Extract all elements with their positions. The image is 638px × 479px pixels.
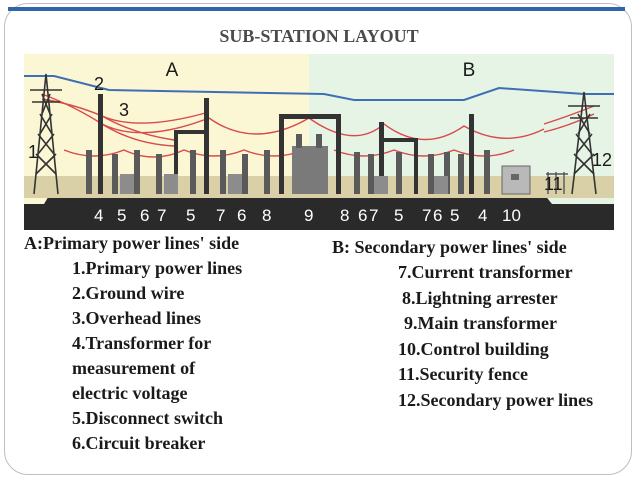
legend-item: 9.Main transformer [404, 313, 557, 333]
label-1: 1 [28, 142, 38, 162]
label-3: 3 [119, 100, 129, 120]
legend-item: 7.Current transformer [398, 262, 573, 282]
legend-item: 2.Ground wire [72, 283, 185, 303]
legend-item: 5.Disconnect switch [72, 408, 223, 428]
bottom-number: 4 [94, 206, 103, 225]
bottom-number: 8 [340, 206, 349, 225]
bottom-number-row: 4 5 6 7 5 7 6 8 9 8 6 7 5 7 6 5 4 10 [94, 206, 521, 225]
main-transformer [292, 146, 328, 194]
bottom-number: 8 [262, 206, 271, 225]
bottom-number: 5 [186, 206, 195, 225]
substation-diagram: A B 1 2 3 11 12 4 5 6 7 5 7 6 8 9 8 6 7 … [24, 54, 614, 230]
section-a-label: A [166, 60, 179, 81]
primary-tower [30, 73, 62, 195]
legend-item: electric voltage [72, 383, 188, 403]
legend-item: 3.Overhead lines [72, 308, 201, 328]
slide-title: SUB-STATION LAYOUT [219, 26, 419, 46]
equipment [86, 134, 568, 195]
bottom-number: 5 [394, 206, 403, 225]
bottom-number: 5 [450, 206, 459, 225]
legend-item: 4.Transformer for [72, 333, 212, 353]
legend-item: 1.Primary power lines [72, 258, 243, 278]
bottom-number: 4 [478, 206, 487, 225]
label-11: 11 [544, 174, 563, 194]
security-fence [546, 172, 568, 194]
legend-a-heading: A:Primary power lines' side [24, 233, 240, 253]
label-2: 2 [94, 74, 104, 94]
legend-item: 11.Security fence [398, 364, 528, 384]
legend-item: 8.Lightning arrester [402, 287, 558, 308]
bottom-number: 6 [140, 206, 149, 225]
bottom-number: 7 [369, 206, 378, 225]
legend-primary-side: A:Primary power lines' side 1.Primary po… [24, 233, 324, 456]
legend-item: measurement of [72, 358, 196, 378]
bottom-number: 10 [502, 206, 521, 225]
legend-item: 10.Control building [398, 338, 549, 359]
ground-wire [24, 75, 614, 101]
bottom-number: 6 [237, 206, 246, 225]
secondary-tower [568, 91, 600, 195]
bottom-number: 6 [433, 206, 442, 225]
legend-item: 6.Circuit breaker [72, 433, 206, 453]
bottom-number: 9 [304, 206, 313, 225]
bottom-number: 5 [117, 206, 126, 225]
gantries [98, 94, 474, 194]
section-b-label: B [463, 60, 476, 81]
bottom-number: 6 [358, 206, 367, 225]
legend-item: 12.Secondary power lines [398, 389, 594, 410]
legend-secondary-side: B: Secondary power lines' side 7.Current… [332, 237, 632, 413]
label-12: 12 [592, 150, 612, 170]
bottom-number: 7 [157, 206, 166, 225]
legend-b-heading: B: Secondary power lines' side [332, 237, 567, 257]
bottom-number: 7 [216, 206, 225, 225]
ground-strip [24, 194, 614, 230]
top-accent-line [8, 7, 625, 11]
bottom-number: 7 [422, 206, 431, 225]
